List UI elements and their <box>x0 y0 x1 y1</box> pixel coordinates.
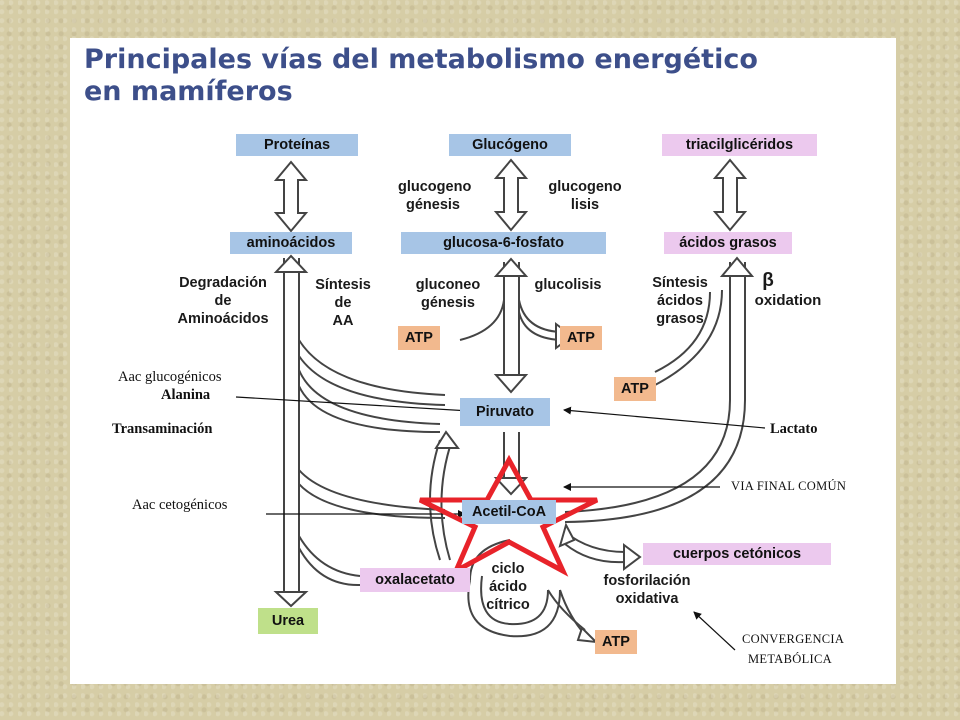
ciclo-line1: ciclo <box>491 561 525 577</box>
glucogenogenesis-line1: glucogeno <box>398 179 472 195</box>
acidos-grasos-box: ácidos grasos <box>664 232 792 254</box>
sintesis-acidos-grasos-label: Síntesis ácidos grasos <box>640 274 720 328</box>
atp-right-box: ATP <box>614 377 656 401</box>
glucogenolisis-line2: lisis <box>570 197 600 213</box>
glucogenolisis-line1: glucogeno <box>548 179 622 195</box>
sintesis-aa-line1: Síntesis <box>315 277 371 293</box>
convergencia-line2: METABÓLICA <box>748 652 832 666</box>
sintesis-aa-label: Síntesis de AA <box>310 276 376 330</box>
gluconeo-line2: génesis <box>421 295 475 311</box>
cuerpos-cetonicos-box: cuerpos cetónicos <box>643 543 831 565</box>
via-final-comun-annotation: VIA FINAL COMÚN <box>731 479 847 493</box>
tca-cycle-arrows <box>429 430 599 644</box>
glucolisis-label: glucolisis <box>534 277 602 293</box>
ciclo-line2: ácido <box>489 579 527 595</box>
degradacion-line2: de <box>214 293 232 309</box>
glucogeno-glucosa-arrow <box>493 158 529 232</box>
degradacion-aa-label: Degradación de Aminoácidos <box>166 274 280 328</box>
gluconeogenesis-label: gluconeo génesis <box>408 276 488 312</box>
beta-oxidation-label: β oxidation <box>740 270 836 310</box>
sag-line2: ácidos <box>657 293 703 309</box>
glucosa6fosfato-box: glucosa-6-fosfato <box>401 232 606 254</box>
triacilgliceridos-box: triacilglicéridos <box>662 134 817 156</box>
convergencia-line1: CONVERGENCIA <box>742 632 845 646</box>
ciclo-line3: cítrico <box>486 597 530 613</box>
oxalacetato-box: oxalacetato <box>360 568 470 592</box>
oxidation-word: oxidation <box>754 292 822 309</box>
glucogenolisis-label: glucogeno lisis <box>540 178 630 214</box>
glucogenogenesis-line2: génesis <box>406 197 460 213</box>
transaminacion-annotation: Transaminación <box>112 421 213 437</box>
convergencia-annotation: CONVERGENCIA METABÓLICA <box>742 629 844 669</box>
atp-bottom-box: ATP <box>595 630 637 654</box>
sintesis-aa-line3: AA <box>332 313 354 329</box>
proteinas-aminoacidos-arrow <box>273 160 309 233</box>
sag-line3: grasos <box>656 311 704 327</box>
degradacion-line1: Degradación <box>179 275 267 291</box>
aminoacidos-box: aminoácidos <box>230 232 352 254</box>
glucogeno-box: Glucógeno <box>449 134 571 156</box>
alanina-annotation: Alanina <box>161 387 211 403</box>
sintesis-aa-line2: de <box>334 295 352 311</box>
page-title: Principales vías del metabolismo energét… <box>84 44 758 108</box>
aac-cetogenicos-annotation: Aac cetogénicos <box>132 497 228 513</box>
aminoacid-curves <box>298 339 446 587</box>
atp-left-box: ATP <box>398 326 440 350</box>
piruvato-box: Piruvato <box>460 398 550 426</box>
atp-mid-box: ATP <box>560 326 602 350</box>
ciclo-acido-citrico-label: ciclo ácido cítrico <box>478 560 538 614</box>
beta-symbol: β <box>762 270 774 291</box>
title-line-1: Principales vías del metabolismo energét… <box>84 44 758 75</box>
aac-glucogenicos-annotation: Aac glucogénicos <box>118 369 222 385</box>
cetonicos-arrow <box>558 522 642 571</box>
acetil-coa-box: Acetil-CoA <box>462 500 556 524</box>
sag-line1: Síntesis <box>652 275 708 291</box>
urea-box: Urea <box>258 608 318 634</box>
fosfo-line2: oxidativa <box>615 591 679 607</box>
degradacion-line3: Aminoácidos <box>177 311 269 327</box>
red-star-icon <box>418 454 599 577</box>
proteinas-box: Proteínas <box>236 134 358 156</box>
fosforilacion-oxidativa-label: fosforilación oxidativa <box>588 572 706 608</box>
title-line-2: en mamíferos <box>84 76 293 107</box>
triacil-acidosgrasos-arrow <box>712 158 748 232</box>
fosfo-line1: fosforilación <box>603 573 691 589</box>
annotation-arrows <box>235 396 766 651</box>
gluconeo-line1: gluconeo <box>415 277 481 293</box>
lactato-annotation: Lactato <box>770 421 818 437</box>
glucogenogenesis-label: glucogeno génesis <box>398 178 472 214</box>
